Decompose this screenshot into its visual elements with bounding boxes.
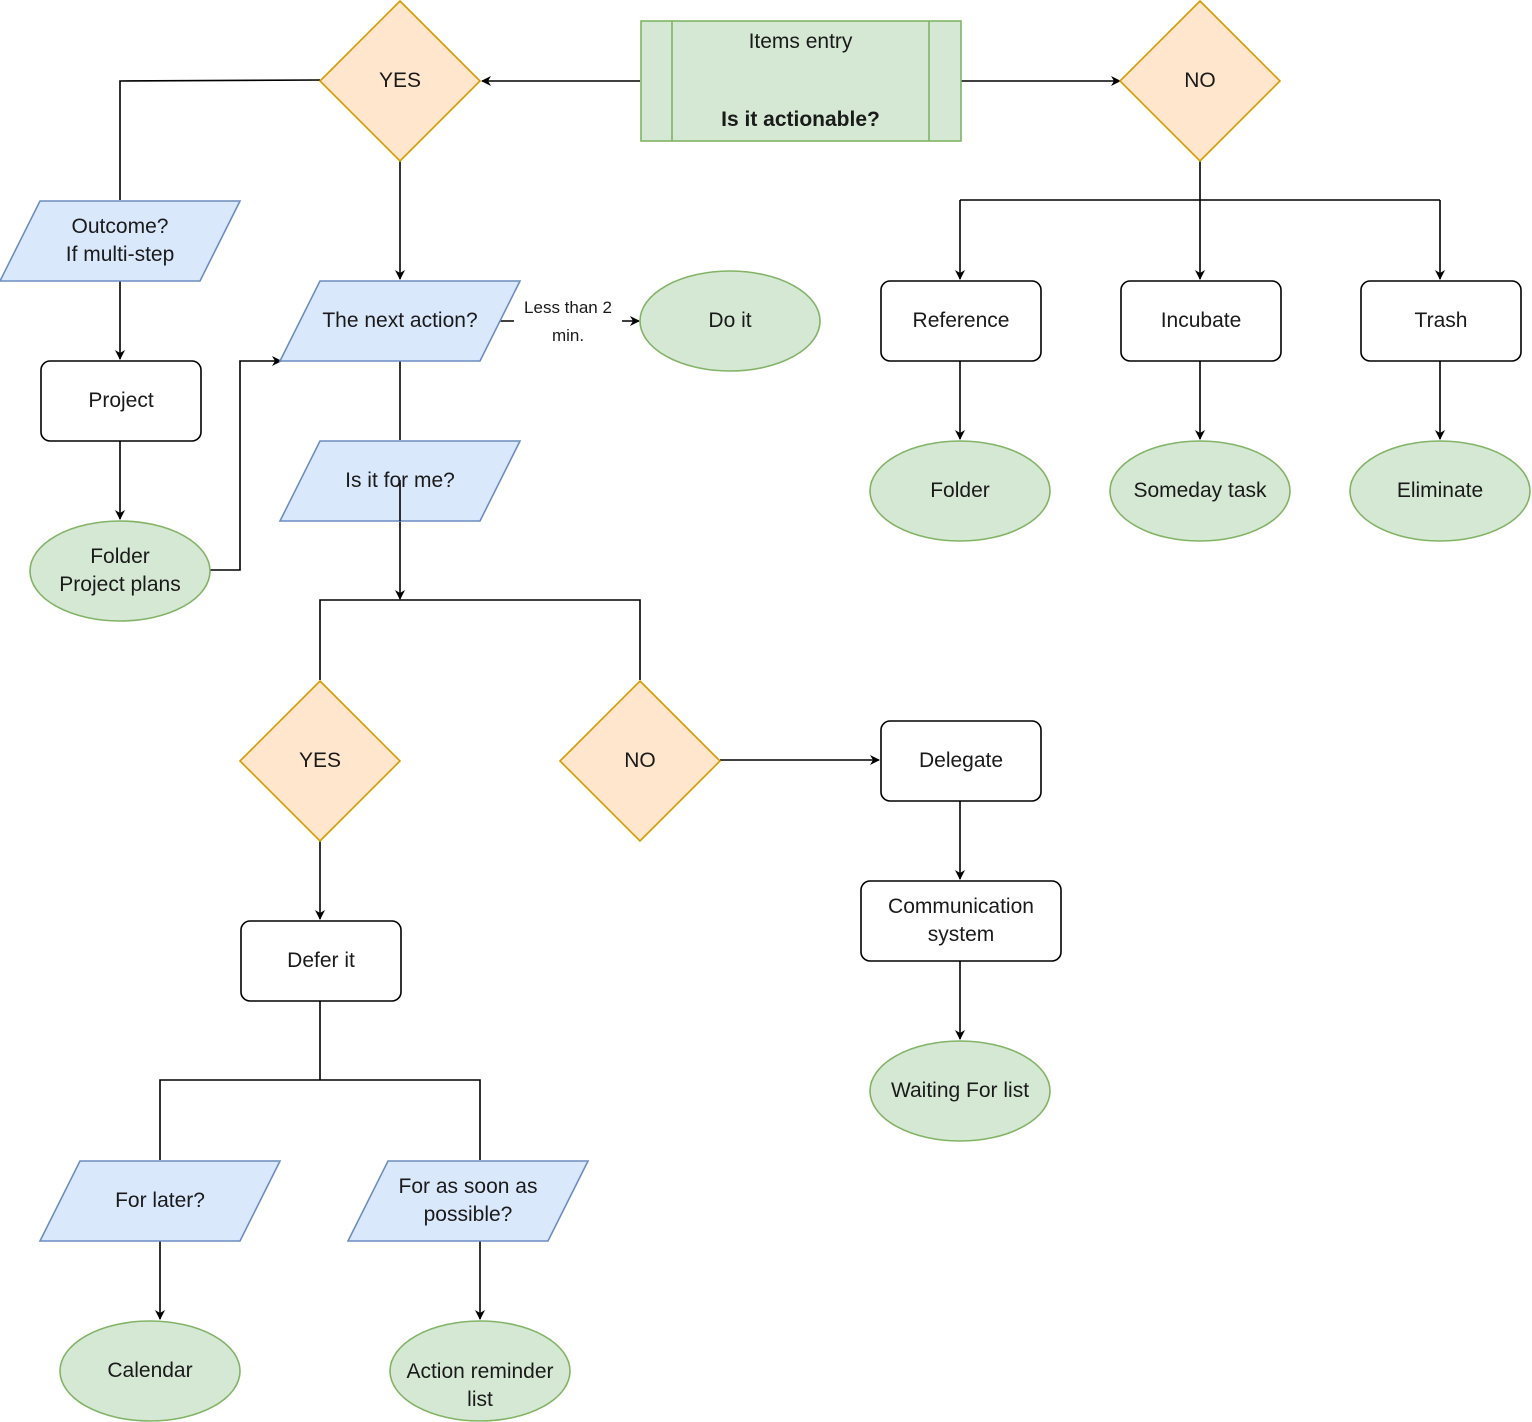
- node-asap[interactable]: [346, 1160, 590, 1242]
- node-for-later[interactable]: [38, 1160, 282, 1242]
- node-no-top[interactable]: [1118, 0, 1282, 163]
- node-entry[interactable]: [640, 20, 962, 142]
- node-incubate[interactable]: [1120, 280, 1282, 362]
- node-outcome[interactable]: [0, 200, 242, 282]
- node-yes-top[interactable]: [318, 0, 482, 163]
- node-eliminate[interactable]: [1349, 440, 1531, 542]
- node-next-action[interactable]: [278, 280, 522, 362]
- node-no-mid[interactable]: [558, 679, 722, 843]
- node-trash[interactable]: [1360, 280, 1522, 362]
- node-communication[interactable]: [860, 880, 1062, 962]
- edge-yes-to-outcome: [119, 79, 321, 200]
- node-folder-project[interactable]: [29, 520, 211, 622]
- node-action-reminder[interactable]: [389, 1320, 571, 1422]
- node-defer[interactable]: [240, 920, 402, 1002]
- node-delegate[interactable]: [880, 720, 1042, 802]
- node-folder[interactable]: [869, 440, 1051, 542]
- node-project[interactable]: [40, 360, 202, 442]
- edge-split-to-yes-mid: [319, 599, 641, 680]
- node-someday[interactable]: [1109, 440, 1291, 542]
- node-do-it[interactable]: [639, 270, 821, 372]
- node-reference[interactable]: [880, 280, 1042, 362]
- node-yes-mid[interactable]: [238, 679, 402, 843]
- edge-folder-to-next-action: [210, 356, 282, 571]
- edge-defer-split: [159, 1000, 481, 1160]
- node-waiting[interactable]: [869, 1040, 1051, 1142]
- node-calendar[interactable]: [59, 1320, 241, 1422]
